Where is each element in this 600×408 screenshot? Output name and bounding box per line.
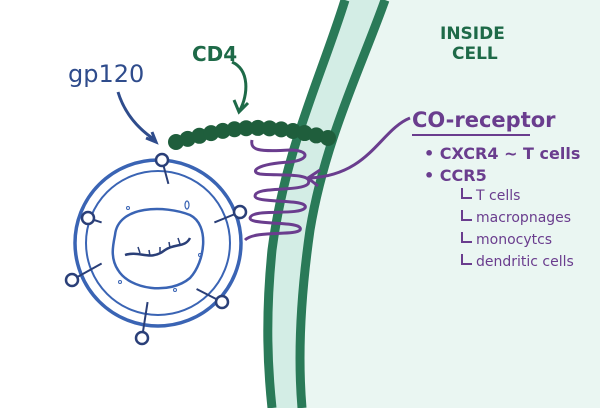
ccr5-target: T cells xyxy=(476,188,521,204)
cell-interior xyxy=(267,0,600,408)
ccr5-item: • CCR5 xyxy=(424,166,487,185)
membrane-band xyxy=(267,0,385,408)
cd4-bead xyxy=(238,120,255,137)
gp120-knob xyxy=(64,272,80,288)
inside-cell-label-1: INSIDE xyxy=(440,24,505,44)
gp120-knob xyxy=(134,330,150,346)
gp120-knob xyxy=(80,210,96,226)
cd4-receptor xyxy=(168,119,336,150)
membrane-inner xyxy=(295,0,390,408)
list-brackets xyxy=(461,188,472,265)
cd4-bead xyxy=(214,122,231,139)
ccr5-target: monocytcs xyxy=(476,232,553,248)
hiv-virion xyxy=(64,152,248,346)
capsid xyxy=(111,207,205,290)
cd4-label: CD4 xyxy=(192,42,238,66)
gp120-knob xyxy=(214,294,230,310)
viral-rna xyxy=(124,237,192,257)
gp120-knob xyxy=(154,152,170,168)
coreceptor-coil xyxy=(243,139,311,242)
coreceptor-label: CO-receptor xyxy=(412,108,556,132)
cd4-bead xyxy=(273,121,290,138)
inside-cell-label-2: CELL xyxy=(452,44,498,64)
cxcr4-item: • CXCR4 ~ T cells xyxy=(424,144,581,163)
gp120-arrow xyxy=(116,91,159,145)
gp120-knob xyxy=(232,204,248,220)
gp120-spikes xyxy=(64,152,248,346)
cd4-bead xyxy=(320,130,336,146)
coreceptor-arrow xyxy=(305,116,411,188)
gp120-label: gp120 xyxy=(68,60,145,88)
cd4-bead xyxy=(226,121,243,138)
ccr5-target: dendritic cells xyxy=(476,254,574,270)
cd4-bead xyxy=(261,120,278,137)
cd4-bead xyxy=(249,119,266,136)
ccr5-target: macropnages xyxy=(476,210,572,226)
cd4-arrow xyxy=(231,60,250,115)
